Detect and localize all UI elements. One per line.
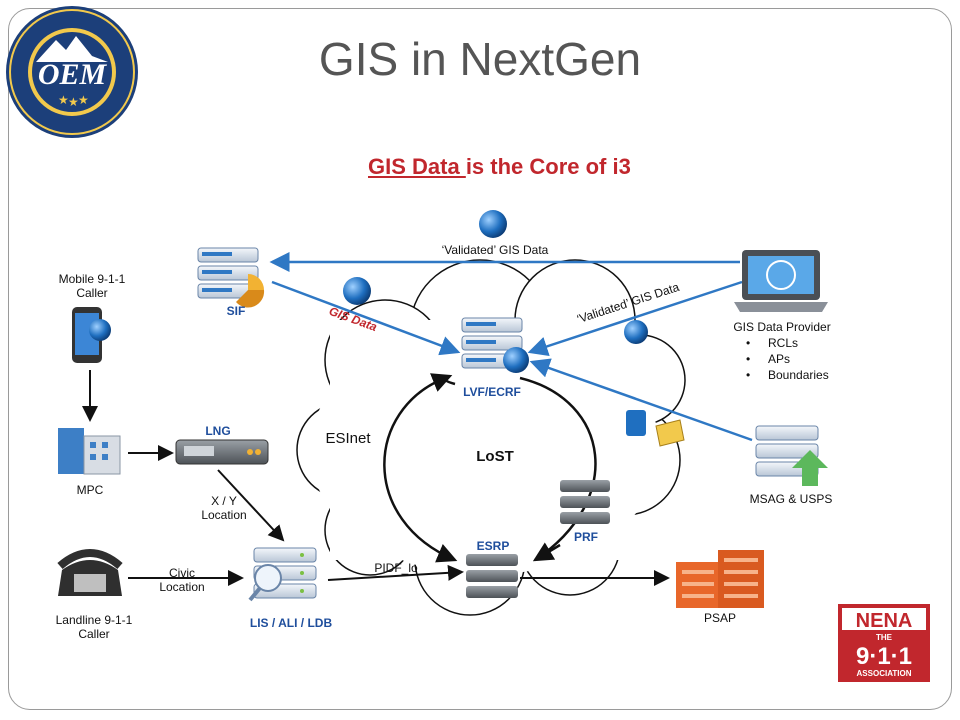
lng-device-icon — [175, 439, 269, 465]
provider-to-lvf-line — [527, 280, 743, 357]
landline-caller-line-1: Landline 9-1-1 — [55, 613, 133, 627]
mobile-caller-label: Mobile 9-1-1 Caller — [44, 272, 140, 300]
contact-book-icon — [626, 410, 646, 436]
mpc-label: MPC — [76, 483, 104, 497]
nena-association-text: ASSOCIATION — [857, 669, 912, 678]
psap-label: PSAP — [703, 611, 736, 625]
prf-label: PRF — [574, 530, 598, 544]
nena-911-text: 9·1·1 — [856, 643, 912, 670]
gis-data-provider-label: GIS Data Provider — [733, 320, 831, 334]
globe-icon-top — [479, 210, 507, 238]
esrp-server-icon — [466, 554, 518, 598]
msag-usps-label: MSAG & USPS — [749, 492, 833, 506]
nena-logo: NENA THE 9·1·1 ASSOCIATION — [838, 604, 930, 682]
lvf-ecrf-server-icon — [461, 317, 529, 373]
landline-caller-line-2: Caller — [78, 627, 110, 641]
nena-the-text: THE — [876, 633, 893, 642]
globe-icon-right — [624, 320, 648, 344]
esrp-label: ESRP — [476, 539, 510, 553]
validated-gis-label-top: ‘Validated’ GIS Data — [430, 243, 560, 257]
lng-to-lis-arrow — [217, 469, 285, 542]
civic-location-line-1: Civic — [169, 566, 195, 580]
mail-icon — [655, 419, 685, 447]
oem-star-2: ★ — [68, 95, 79, 109]
landline-caller-label: Landline 9-1-1 Caller — [44, 613, 144, 641]
oem-logo-text: OEM — [38, 58, 108, 91]
esinet-label: ESInet — [325, 430, 371, 447]
lost-label: LoST — [476, 448, 514, 465]
laptop-icon — [734, 250, 828, 312]
lvf-ecrf-label: LVF/ECRF — [463, 385, 521, 399]
landline-phone-icon — [57, 549, 123, 596]
msag-to-lvf-line — [529, 358, 753, 442]
provider-item: APs — [746, 351, 829, 367]
heading-gis-data: GIS Data — [368, 154, 466, 179]
provider-items-list: RCLs APs Boundaries — [746, 335, 829, 383]
mobile-caller-line-1: Mobile 9-1-1 — [58, 272, 126, 286]
lis-to-esrp-arrow — [327, 564, 464, 581]
pidf-lo-label: PIDF_lo — [374, 561, 418, 575]
civic-location-line-2: Location — [159, 580, 205, 594]
oem-logo: OEM ★ ★ ★ — [6, 6, 138, 138]
slide-title: GIS in NextGen — [318, 33, 642, 85]
validated-top-quoted: ‘Validated’ — [441, 243, 499, 257]
msag-server-icon — [755, 425, 828, 486]
nena-logo-text: NENA — [856, 610, 913, 632]
oem-star-1: ★ — [58, 93, 69, 107]
oem-star-3: ★ — [78, 93, 89, 107]
prf-server-icon — [560, 480, 610, 524]
lis-server-icon — [248, 547, 317, 602]
diagram-heading: GIS Data is the Core of i3 — [368, 154, 631, 180]
mobile-phone-icon — [72, 307, 111, 363]
provider-item: Boundaries — [746, 367, 829, 383]
xy-location-line-2: Location — [201, 508, 247, 522]
lost-loop-left — [383, 376, 458, 563]
sif-label: SIF — [226, 304, 246, 318]
mobile-caller-line-2: Caller — [76, 286, 108, 300]
provider-item: RCLs — [746, 335, 829, 351]
xy-location-label: X / Y Location — [192, 494, 256, 522]
sif-server-icon — [197, 247, 265, 308]
civic-location-label: Civic Location — [152, 566, 212, 594]
lis-label: LIS / ALI / LDB — [249, 616, 333, 630]
psap-buildings-icon — [676, 550, 764, 608]
xy-location-line-1: X / Y — [211, 494, 237, 508]
lng-label: LNG — [205, 424, 231, 438]
heading-rest: is the Core of i3 — [465, 154, 631, 179]
lost-loop-right — [519, 376, 597, 562]
validated-top-gis: GIS Data — [499, 243, 549, 257]
sif-to-lvf-line — [271, 280, 461, 356]
mpc-building-icon — [58, 428, 121, 475]
globe-icon-sif — [343, 277, 371, 305]
